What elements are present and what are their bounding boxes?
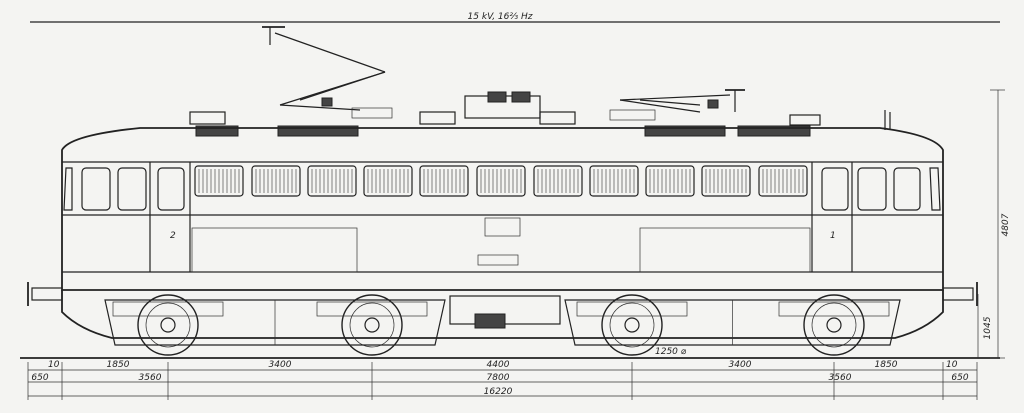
underframe [61, 290, 944, 339]
louvre-panel [645, 165, 695, 197]
side-louvres [194, 165, 808, 197]
height-total-label: 4807 [1001, 213, 1011, 236]
louvre-panel [251, 165, 301, 197]
cab-number-1: 1 [830, 231, 836, 241]
bogie-frame [564, 299, 901, 346]
roof-equipment [189, 91, 891, 137]
dim-3560-left: 3560 [139, 373, 162, 383]
louvre-panel [476, 165, 526, 197]
louvre-panel [419, 165, 469, 197]
bogies [104, 294, 901, 356]
cab-windows [63, 167, 941, 211]
dim-3400-right: 3400 [729, 360, 752, 370]
dim-10-left: 10 [48, 360, 60, 370]
louvre-panel [194, 165, 244, 197]
louvre-panel [701, 165, 751, 197]
dim-3400-left: 3400 [269, 360, 292, 370]
length-dimensions [27, 362, 978, 400]
pantograph-1 [262, 26, 393, 119]
locomotive-body [61, 127, 944, 291]
buffer-height-label: 1045 [983, 316, 993, 339]
buffer-height-dimension: 1045 [977, 294, 993, 358]
louvre-panel [307, 165, 357, 197]
louvre-panel [533, 165, 583, 197]
dim-4400: 4400 [487, 360, 510, 370]
height-dimension: 4807 [990, 89, 1011, 359]
cab-number-2: 2 [170, 231, 176, 241]
voltage-label: 15 kV, 16⅔ Hz [468, 12, 533, 22]
wheelset [576, 294, 688, 356]
wheelset [112, 294, 224, 356]
dim-650-right: 650 [951, 373, 968, 383]
dim-row-1: 10 1850 3400 4400 3400 1850 10 [48, 360, 958, 370]
dim-row-2: 650 3560 7800 3560 650 [31, 373, 968, 383]
dim-3560-right: 3560 [829, 373, 852, 383]
louvre-panel [589, 165, 639, 197]
louvre-panel [363, 165, 413, 197]
bogie-frame [104, 299, 446, 346]
pantograph-2 [609, 89, 745, 121]
wheel-diameter-label: 1250 ⌀ [655, 347, 687, 357]
dim-1850-left: 1850 [107, 360, 130, 370]
dim-10-right: 10 [946, 360, 958, 370]
dim-7800: 7800 [487, 373, 510, 383]
dim-1850-right: 1850 [875, 360, 898, 370]
buffers [27, 282, 978, 306]
louvre-panel [758, 165, 808, 197]
wheelset [778, 294, 890, 356]
wheelset [316, 294, 428, 356]
dim-650-left: 650 [31, 373, 48, 383]
dim-total-length: 16220 [484, 387, 513, 397]
